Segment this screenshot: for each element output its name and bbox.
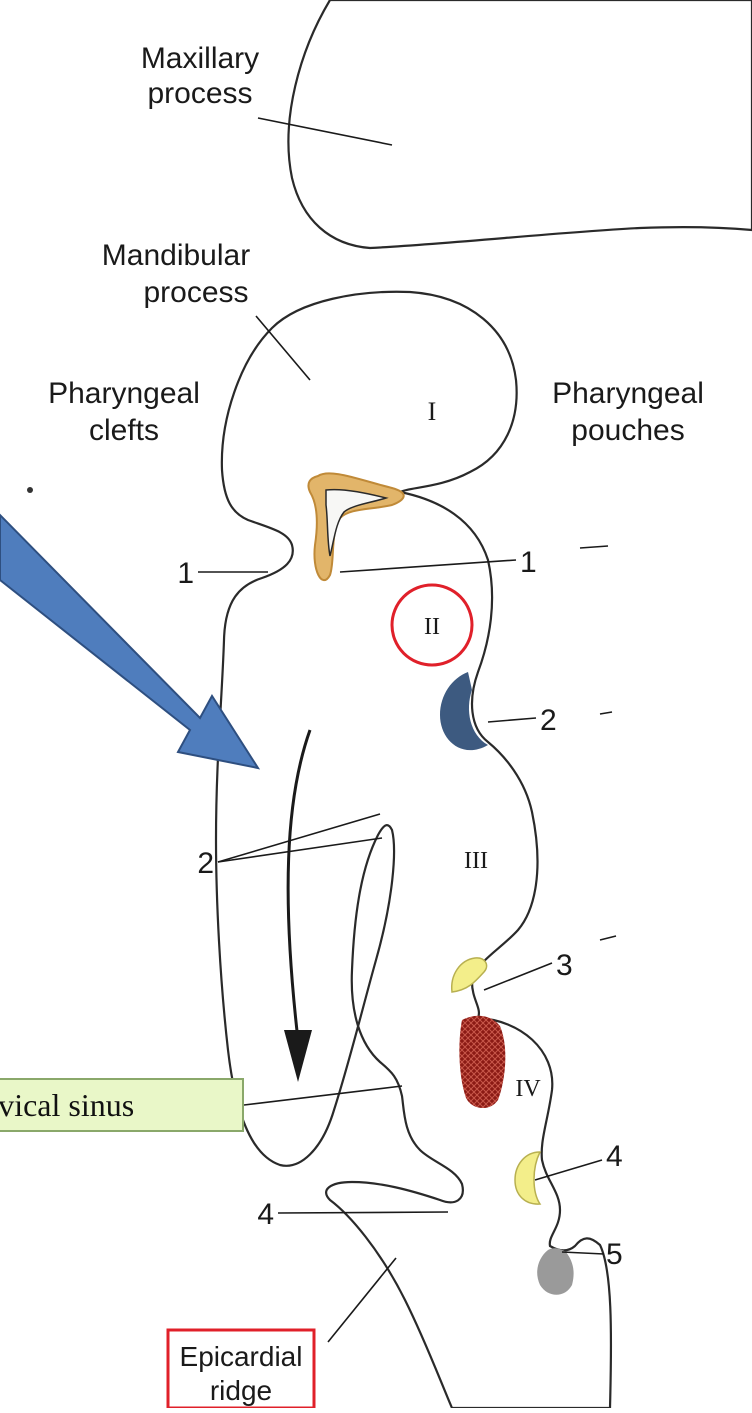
pharyngeal-pouches-label-line1: Pharyngeal (552, 377, 704, 410)
mandibular-label-line1: Mandibular (102, 239, 250, 272)
pharyngeal-clefts-label-line2: clefts (89, 414, 159, 447)
pouch-number-2: 2 (540, 704, 557, 737)
pharyngeal-pouches-label-line2: pouches (571, 414, 684, 447)
leader-cervical-sinus (244, 1086, 402, 1105)
arch-label-iii: III (464, 848, 488, 874)
dash-pouch-1 (580, 546, 608, 548)
arch-label-i: I (428, 397, 437, 426)
leader-pouch-2 (488, 718, 536, 722)
pouch-number-4: 4 (606, 1140, 623, 1173)
dash-pouch-2 (600, 712, 612, 714)
pouch-number-1: 1 (520, 546, 537, 579)
cleft-number-1: 1 (177, 557, 194, 590)
descent-arrow-head (284, 1030, 312, 1082)
pouch-number-3: 3 (556, 949, 573, 982)
cleft-number-4: 4 (257, 1198, 274, 1231)
arch-label-ii: II (424, 614, 440, 640)
blue-pointer-arrow (0, 515, 258, 768)
leader-pouch-3 (484, 963, 552, 990)
leader-cleft-4 (278, 1212, 448, 1213)
leader-epicardial (328, 1258, 396, 1342)
stray-dot (27, 487, 33, 493)
leader-mandibular (256, 316, 310, 380)
epicardial-label-line1: Epicardial (180, 1341, 303, 1372)
pouch-1-tissue (308, 473, 403, 580)
maxillary-process-shape (288, 0, 752, 248)
descent-arrow-curve (288, 730, 310, 1040)
leader-pouch-5 (562, 1252, 604, 1254)
pouch-5-tissue (537, 1248, 573, 1294)
dash-pouch-3 (600, 936, 616, 940)
mandibular-label-line2: process (143, 276, 248, 309)
leader-cleft-2 (218, 814, 380, 862)
cleft-number-2: 2 (197, 847, 214, 880)
epicardial-label-line2: ridge (210, 1375, 272, 1406)
maxillary-label-line1: Maxillary (141, 42, 259, 75)
pharyngeal-clefts-label-line1: Pharyngeal (48, 377, 200, 410)
pouch-3-ventral-tissue (459, 1016, 505, 1108)
pouch-4-tissue (515, 1152, 540, 1204)
leader-maxillary (258, 118, 392, 145)
cervical-sinus-label: Cervical sinus (0, 1087, 134, 1124)
leader-cleft-2b (218, 838, 382, 862)
pouch-3-dorsal-tissue (452, 958, 487, 992)
maxillary-label-line2: process (147, 77, 252, 110)
arch-label-iv: IV (515, 1076, 541, 1102)
pouch-1-cavity (326, 490, 386, 556)
pouch-2-tissue (440, 672, 488, 750)
pouch-number-5: 5 (606, 1238, 623, 1271)
cervical-sinus-callout: Cervical sinus (0, 1078, 244, 1132)
pharyngeal-arches-body (216, 292, 611, 1408)
